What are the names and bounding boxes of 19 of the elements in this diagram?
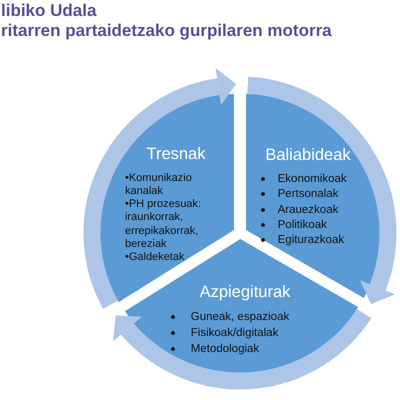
segment-heading: Azpiegiturak [200, 282, 290, 302]
list-item: •Komunikazio kanalak [124, 172, 193, 199]
list-item: Arauezkoak [278, 202, 338, 217]
title: libiko Udala [1, 1, 96, 21]
cycle-arrow [84, 68, 236, 308]
list-item: Fisikoak/digitalak [190, 326, 278, 340]
list-item: Pertsonalak [278, 186, 338, 201]
subtitle: ritarren partaidetzako gurpilaren motorra [1, 21, 332, 41]
list-item: Ekonomikoak [278, 172, 347, 186]
segment-heading: Baliabideak [265, 145, 351, 165]
list-item: •Galdeketak [124, 250, 186, 264]
cycle-arrow [114, 308, 371, 390]
segment-heading: Tresnak [146, 144, 206, 164]
list-item: Metodologiak [190, 342, 260, 356]
list-item: •PH prozesuak: iraunkorrak, errepikakorrak, bereziak [124, 198, 202, 252]
cycle-arrow [246, 76, 396, 304]
list-item: Guneak, espazioak [190, 310, 290, 324]
list-item: Egiturazkoak [278, 232, 344, 247]
list-item: Politikoak [278, 218, 327, 232]
